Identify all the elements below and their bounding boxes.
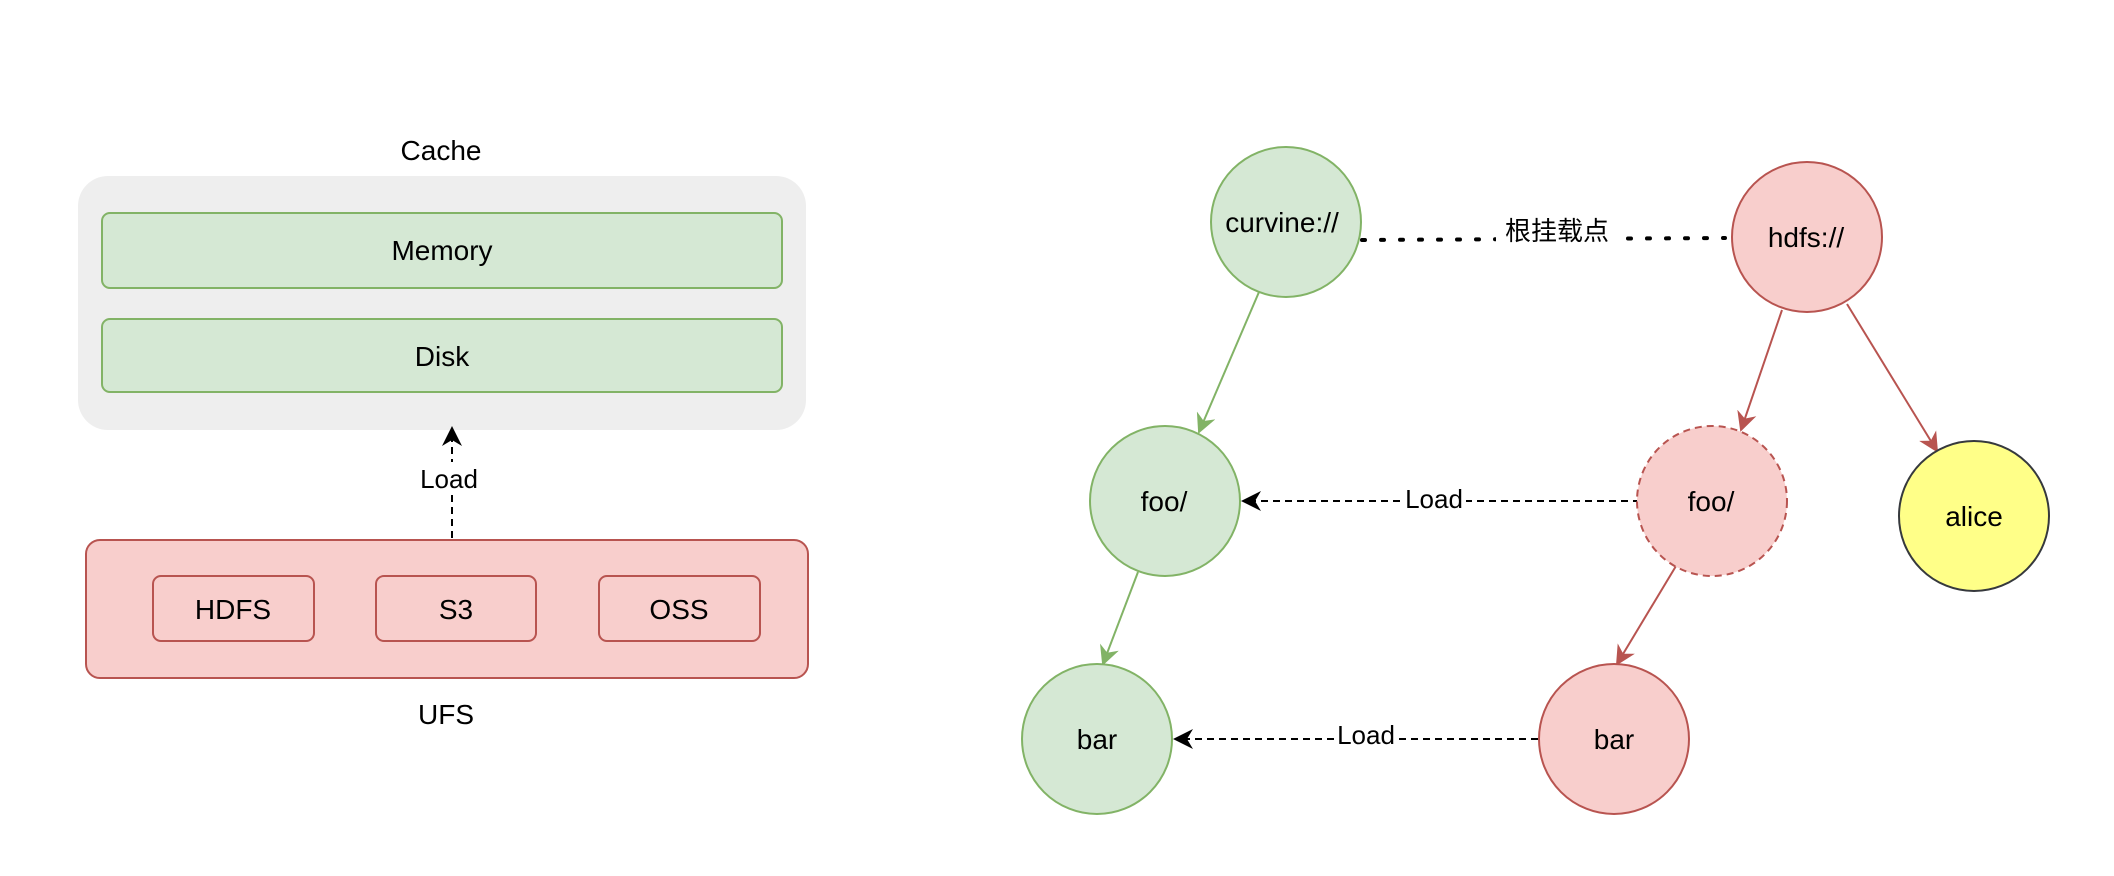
edge-foo-to-bar-green xyxy=(1100,571,1139,666)
hdfs-label: HDFS xyxy=(195,594,271,625)
alice-node xyxy=(1898,440,2050,592)
bar-red-label: bar xyxy=(1594,724,1634,755)
load-bar-label: Load xyxy=(1337,720,1395,750)
foo-green-node xyxy=(1089,425,1241,577)
bar-green-node xyxy=(1021,663,1173,815)
alice-label: alice xyxy=(1945,501,2003,532)
cache-label: Cache xyxy=(401,135,482,166)
edge-curvine-to-foo xyxy=(1196,291,1260,434)
hdfs-root-node xyxy=(1731,161,1883,313)
load-bar-label-bg xyxy=(1334,720,1398,752)
memory-label: Memory xyxy=(391,235,492,266)
mount-dotted-line xyxy=(1360,236,1727,242)
oss-label: OSS xyxy=(649,594,708,625)
curvine-node xyxy=(1210,146,1362,298)
edge-hdfs-to-alice xyxy=(1846,303,1939,453)
curvine-label: curvine:// xyxy=(1225,207,1339,238)
load-foo-label: Load xyxy=(1405,484,1463,514)
hdfs-root-label: hdfs:// xyxy=(1768,222,1844,253)
foo-red-node xyxy=(1636,425,1788,577)
hdfs-box xyxy=(152,575,315,642)
foo-red-label: foo/ xyxy=(1688,486,1735,517)
foo-green-label: foo/ xyxy=(1141,486,1188,517)
mount-point-label: 根挂载点 xyxy=(1505,216,1609,246)
load-label-bg xyxy=(412,462,492,494)
load-foo-label-bg xyxy=(1402,484,1466,516)
edge-hdfs-to-foo xyxy=(1737,309,1783,432)
oss-box xyxy=(598,575,761,642)
disk-box xyxy=(101,318,783,393)
disk-label: Disk xyxy=(415,341,470,372)
bar-red-node xyxy=(1538,663,1690,815)
s3-box xyxy=(375,575,537,642)
ufs-label: UFS xyxy=(418,699,474,730)
bar-green-label: bar xyxy=(1077,724,1117,755)
edge-foo-to-bar-red xyxy=(1615,565,1677,666)
s3-label: S3 xyxy=(439,594,473,625)
mount-label-bg xyxy=(1496,212,1618,250)
memory-box xyxy=(101,212,783,289)
ufs-load-label: Load xyxy=(420,464,478,494)
